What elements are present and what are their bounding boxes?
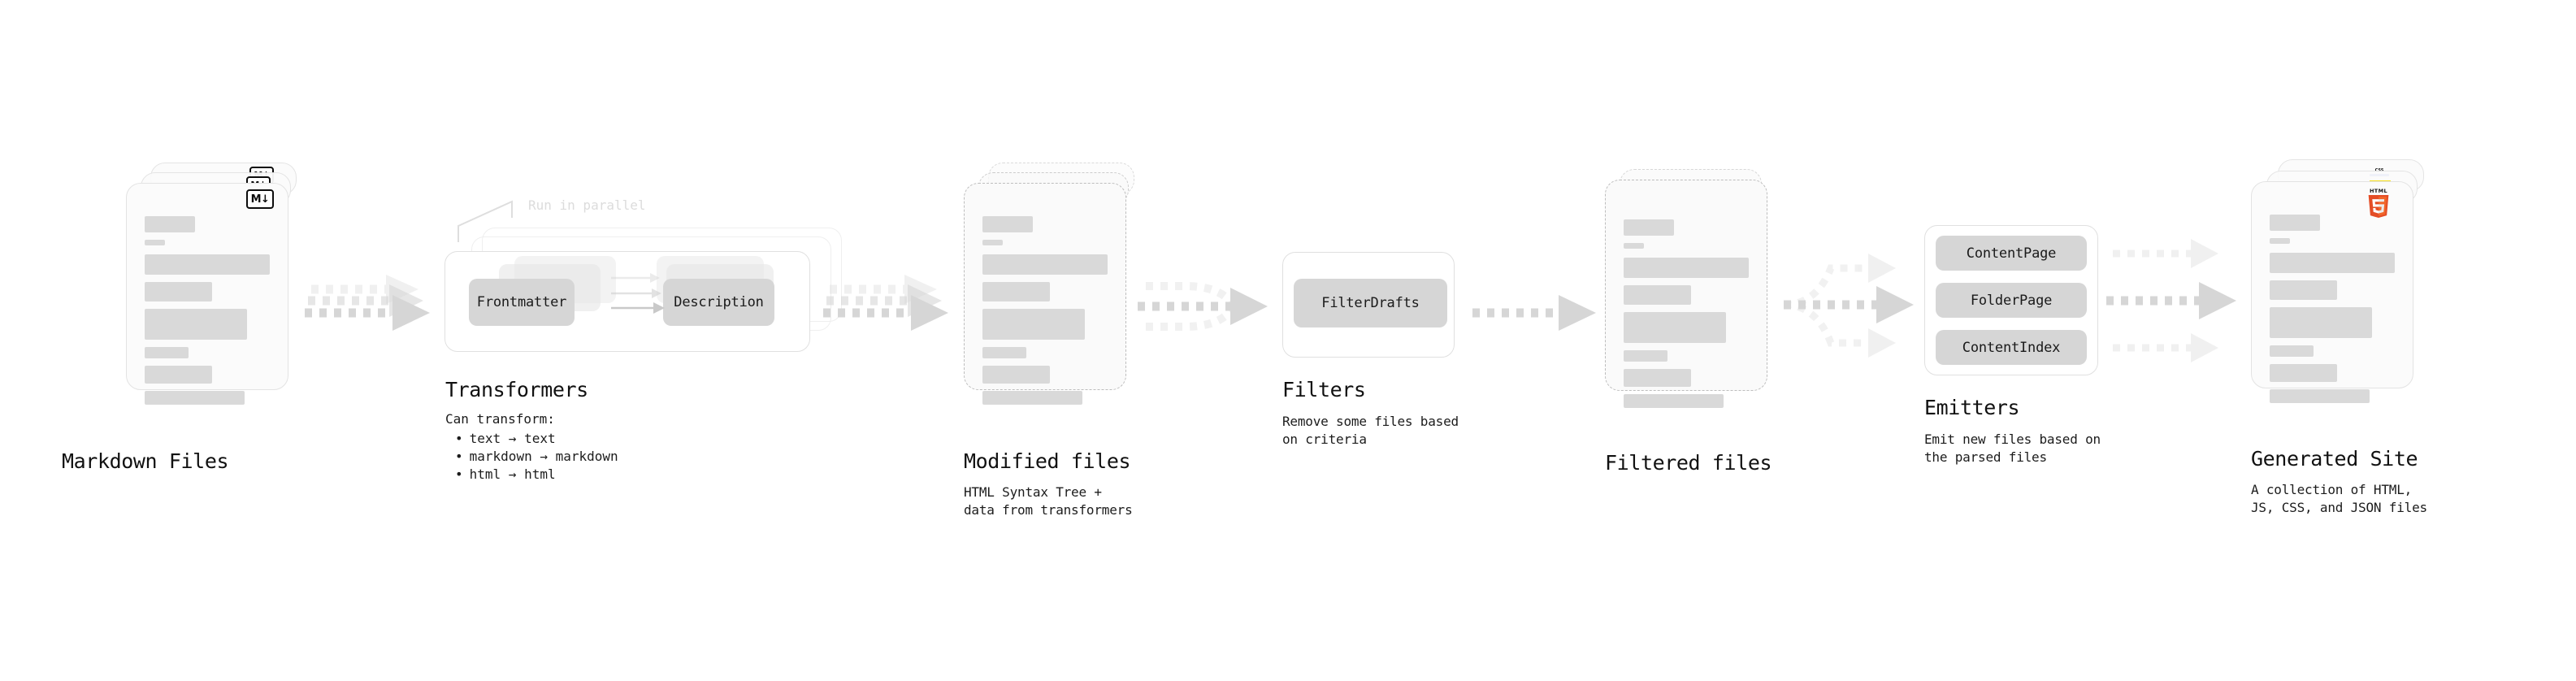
content-bar <box>1624 258 1749 278</box>
stage-caption-modified-files: HTML Syntax Tree + data from transformer… <box>964 484 1133 518</box>
stage-title-transformers: Transformers <box>445 378 588 401</box>
content-bar <box>982 391 1083 405</box>
content-bar <box>982 216 1033 232</box>
content-bar <box>145 309 248 340</box>
content-bar <box>1624 394 1724 408</box>
content-bar <box>1624 369 1692 387</box>
stage-caption-filters: Remove some files based on criteria <box>1282 414 1459 447</box>
stage-caption-emitters: Emit new files based on the parsed files <box>1924 432 2101 465</box>
content-bar <box>2270 389 2370 403</box>
run-in-parallel-label: Run in parallel <box>528 197 646 213</box>
run-in-parallel-bracket <box>458 200 513 242</box>
connector-emitters-to-site <box>2106 239 2236 362</box>
html5-icon: HTML <box>2366 188 2391 218</box>
content-bar <box>982 254 1108 275</box>
site-card-body <box>2270 215 2395 410</box>
emitter-chip-contentpage[interactable]: ContentPage <box>1936 236 2087 271</box>
modified-files-stack <box>964 163 1143 423</box>
filtered-card-body <box>1624 219 1749 415</box>
content-bar <box>982 282 1051 301</box>
transformer-chip-frontmatter[interactable]: Frontmatter <box>469 279 575 326</box>
content-bar <box>145 282 213 301</box>
modified-card-front <box>964 183 1126 405</box>
modified-card-body <box>982 216 1108 412</box>
connector-markdown-to-transformers <box>305 275 430 331</box>
content-bar <box>1624 243 1644 249</box>
stage-caption-generated-site: A collection of HTML, JS, CSS, and JSON … <box>2251 482 2427 515</box>
transformer-chip-description[interactable]: Description <box>663 279 774 326</box>
stage-title-filtered-files: Filtered files <box>1605 451 1772 475</box>
stage-title-generated-site: Generated Site <box>2251 447 2418 471</box>
transformer-inner-arrows <box>611 273 665 314</box>
site-card-front <box>2251 181 2413 403</box>
transformers-caption-header: Can transform: <box>445 411 555 427</box>
transformers-bullet: markdown → markdown <box>455 448 618 466</box>
stage-title-emitters: Emitters <box>1924 396 2020 419</box>
content-bar <box>2270 307 2373 338</box>
content-bar <box>2270 364 2338 382</box>
content-bar <box>1624 312 1727 343</box>
content-bar <box>2270 345 2314 357</box>
content-bar <box>2270 238 2290 244</box>
transformers-caption: Can transform: text → text markdown → ma… <box>445 410 618 484</box>
generated-site-stack: CSS HTML <box>2251 159 2438 427</box>
emitter-chip-folderpage[interactable]: FolderPage <box>1936 283 2087 318</box>
connector-filters-to-filtered <box>1472 295 1596 331</box>
content-bar <box>145 366 213 384</box>
stage-title-markdown-files: Markdown Files <box>62 449 229 473</box>
content-bar <box>2270 280 2338 300</box>
transformers-bullet: html → html <box>455 466 618 484</box>
markdown-card-front <box>126 183 288 405</box>
connector-modified-to-filters <box>1138 282 1268 331</box>
content-bar <box>1624 219 1674 236</box>
transformers-bullet-list: text → text markdown → markdown html → h… <box>445 430 618 484</box>
stage-title-modified-files: Modified files <box>964 449 1131 473</box>
content-bar <box>145 216 195 232</box>
content-bar <box>1624 285 1692 305</box>
content-bar <box>982 347 1026 358</box>
stage-title-filters: Filters <box>1282 378 1366 401</box>
filtered-files-stack <box>1605 169 1784 429</box>
content-bar <box>982 240 1003 245</box>
content-bar <box>982 309 1086 340</box>
content-bar <box>982 366 1051 384</box>
markdown-files-stack: M↓ M↓ M↓ <box>126 163 305 423</box>
filter-chip-filterdrafts[interactable]: FilterDrafts <box>1294 279 1447 327</box>
markdown-card-body <box>145 216 270 412</box>
connector-filtered-to-emitters <box>1783 254 1914 358</box>
markdown-icon: M↓ <box>246 189 274 209</box>
connector-transformers-to-modified <box>823 275 948 331</box>
content-bar <box>145 240 165 245</box>
emitter-chip-contentindex[interactable]: ContentIndex <box>1936 330 2087 365</box>
transformers-bullet: text → text <box>455 430 618 448</box>
content-bar <box>2270 253 2395 273</box>
content-bar <box>145 391 245 405</box>
html5-icon-label: HTML <box>2369 188 2388 194</box>
filtered-card-front <box>1605 180 1767 408</box>
content-bar <box>2270 215 2320 231</box>
content-bar <box>1624 350 1667 362</box>
content-bar <box>145 347 189 358</box>
content-bar <box>145 254 270 275</box>
